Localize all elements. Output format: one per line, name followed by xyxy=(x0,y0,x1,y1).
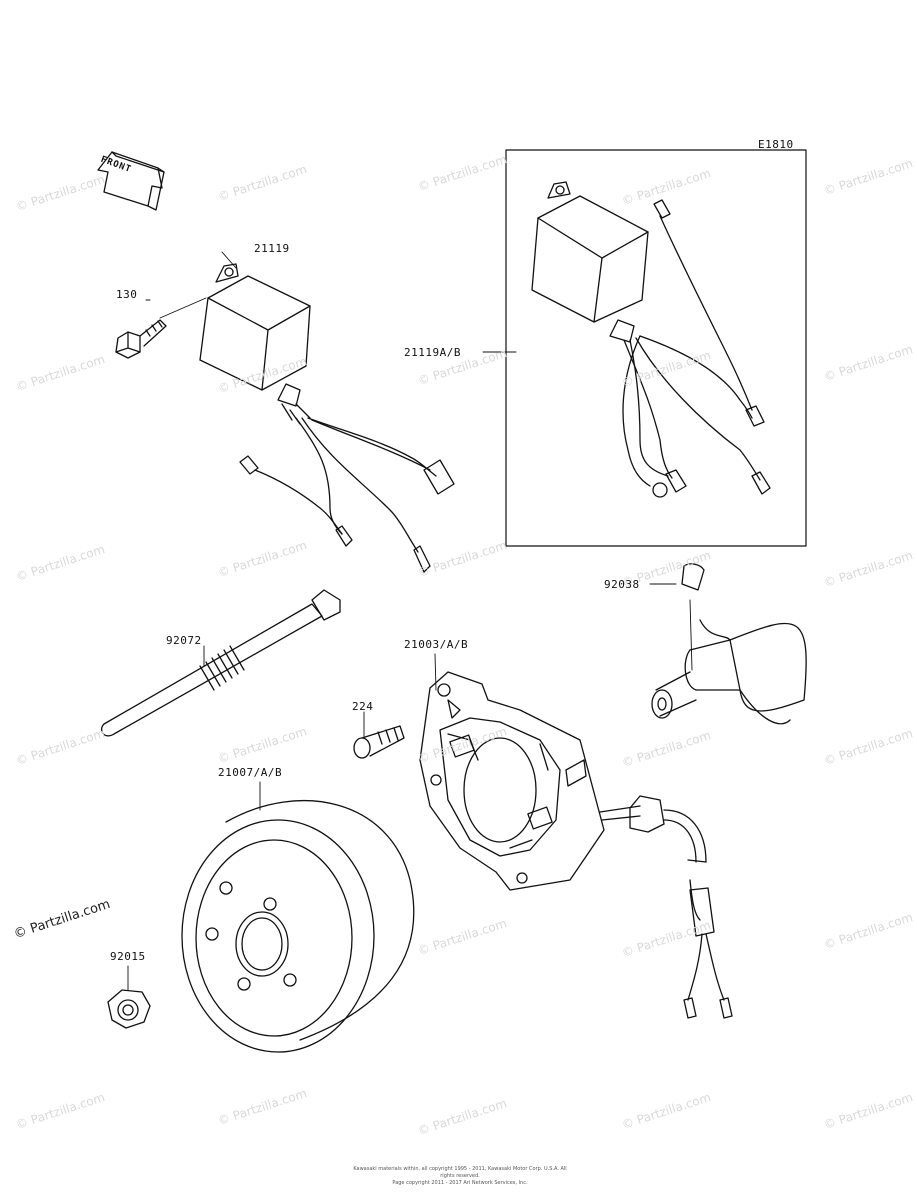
inset-frame xyxy=(505,149,807,547)
copyright-line: Page copyright 2011 - 2017 Ari Network S… xyxy=(392,1180,528,1186)
stator-21003ab xyxy=(419,671,733,1019)
diagram-code: E1810 xyxy=(758,138,794,151)
part-label-92015: 92015 xyxy=(110,950,146,963)
screw-224 xyxy=(353,725,405,759)
part-label-92038: 92038 xyxy=(604,578,640,591)
part-label-21119ab: 21119A/B xyxy=(404,346,461,359)
part-label-224: 224 xyxy=(352,700,374,713)
front-arrow-icon xyxy=(97,151,165,211)
part-label-130: 130 xyxy=(116,288,138,301)
part-label-21119: 21119 xyxy=(254,242,290,255)
part-label-21007ab: 21007/A/B xyxy=(218,766,283,779)
cdi-unit-21119 xyxy=(199,263,455,573)
copyright-notice: Kawasaki materials within, all copyright… xyxy=(350,1166,570,1187)
cdi-unit-21119ab xyxy=(531,181,771,498)
part-label-21003ab: 21003/A/B xyxy=(404,638,469,651)
part-label-92072: 92072 xyxy=(166,634,202,647)
crankshaft xyxy=(651,619,807,725)
copyright-line: Kawasaki materials within, all copyright… xyxy=(353,1166,567,1179)
flywheel-21007ab xyxy=(181,799,415,1053)
key-92038 xyxy=(681,563,705,591)
nut-92015 xyxy=(107,989,151,1029)
cable-tie-92072 xyxy=(100,589,341,737)
bolt-130 xyxy=(115,319,167,359)
